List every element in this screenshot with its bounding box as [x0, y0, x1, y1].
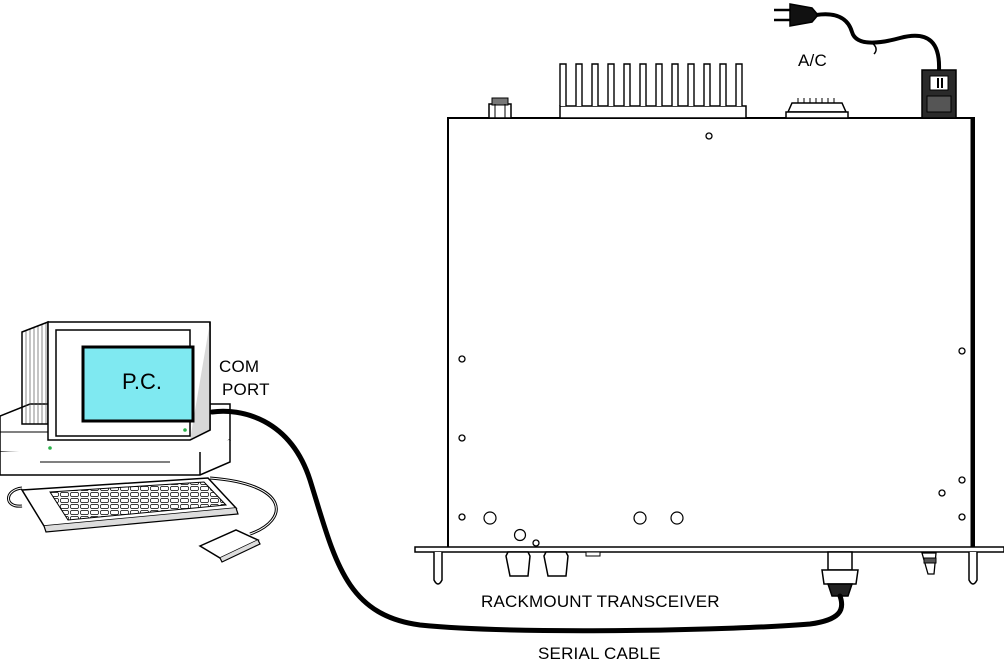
- ac-label: A/C: [798, 51, 827, 70]
- plug-icon: [774, 4, 818, 26]
- rear-db-connector: [786, 98, 848, 118]
- front-connectors: [506, 552, 936, 596]
- rackmount-transceiver: [415, 64, 1004, 596]
- ac-inlet: [922, 70, 956, 118]
- com-port-label-line1: COM: [219, 357, 259, 376]
- chassis-body: [448, 118, 974, 548]
- keyboard-icon: [22, 478, 238, 532]
- com-port-label-line2: PORT: [222, 380, 270, 399]
- front-panel: [415, 547, 1004, 552]
- ac-power-cord: [816, 14, 939, 70]
- heatsink: [560, 64, 746, 118]
- serial-cable-label: SERIAL CABLE: [538, 644, 661, 663]
- rackmount-transceiver-label: RACKMOUNT TRANSCEIVER: [481, 592, 720, 611]
- pc-label: P.C.: [122, 369, 162, 395]
- rear-rf-connector: [489, 98, 511, 118]
